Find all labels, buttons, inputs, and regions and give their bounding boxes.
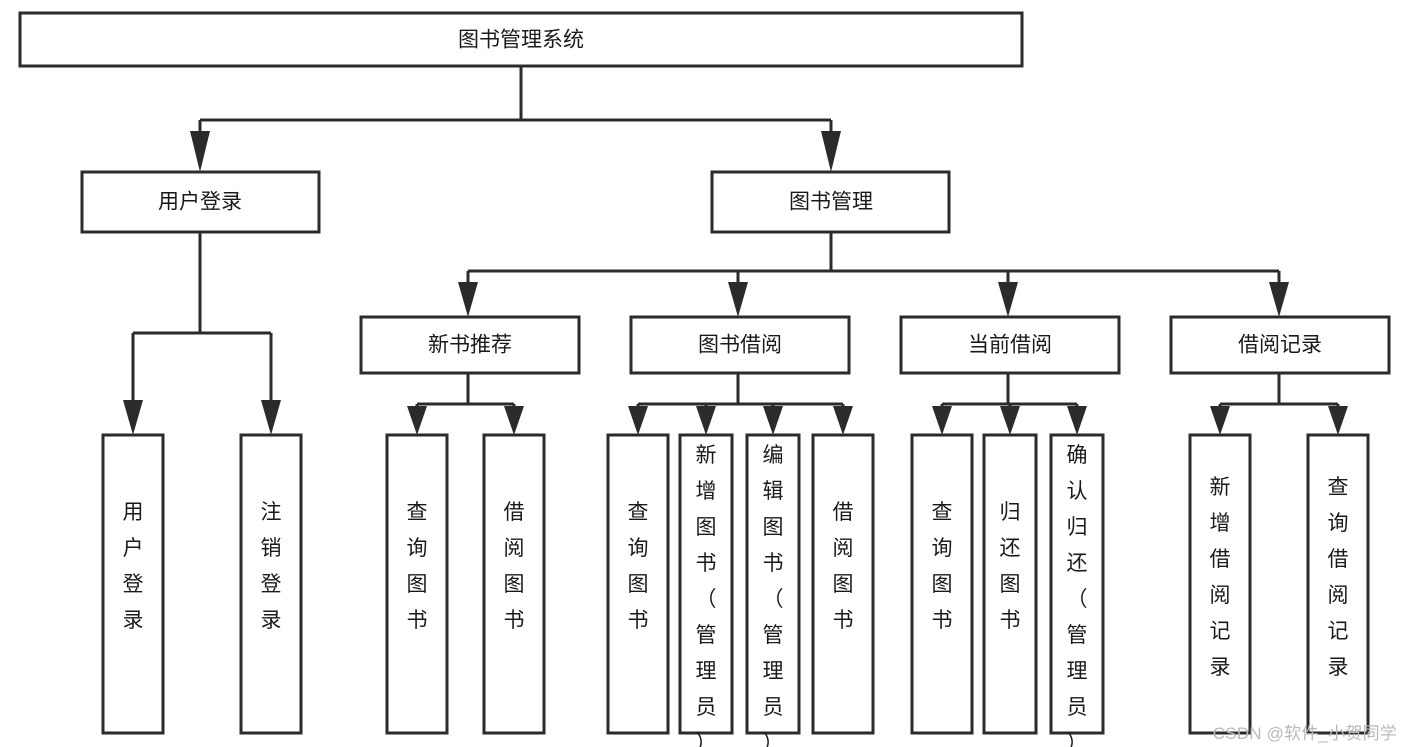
arrowhead-bb-query-book (628, 406, 648, 435)
node-user-login[interactable]: 用户登录 (80, 170, 321, 234)
leaf-logout-label: 注销登录 (261, 501, 282, 632)
leaf-bb-borrow-book[interactable]: 借阅图书 (811, 433, 875, 735)
leaf-cb-query-book-label: 查询图书 (932, 501, 953, 632)
leaf-bb-query-book[interactable]: 查询图书 (606, 433, 670, 735)
leaf-br-add-record[interactable]: 新增借阅记录 (1188, 433, 1252, 735)
arrowhead-book-borrow (728, 282, 748, 317)
node-root[interactable]: 图书管理系统 (18, 11, 1024, 68)
leaf-nbr-query-book-label: 查询图书 (407, 501, 428, 632)
leaf-bb-add-book-label: 新增图书（管理员） (696, 444, 717, 747)
node-borrow-record-label: 借阅记录 (1238, 334, 1322, 357)
arrowhead-book-manage (821, 131, 841, 172)
arrowhead-new-book-rec (458, 282, 478, 317)
node-user-login-label: 用户登录 (158, 191, 242, 214)
leaf-nbr-borrow-book-box[interactable] (482, 433, 546, 735)
arrowhead-borrow-record (1269, 282, 1289, 317)
leaf-nbr-query-book[interactable]: 查询图书 (385, 433, 449, 735)
arrowhead-leaf-user-login (123, 400, 143, 435)
leaf-nbr-borrow-book[interactable]: 借阅图书 (482, 433, 546, 735)
arrowhead-cb-query-book (932, 406, 952, 435)
leaf-cb-confirm-return-box[interactable] (1049, 433, 1105, 735)
leaf-br-add-record-box[interactable] (1188, 433, 1252, 735)
arrowhead-br-query-record (1328, 406, 1348, 435)
leaf-user-login-box[interactable] (101, 433, 165, 735)
edge-group-current-borrow (932, 373, 1087, 435)
node-book-manage-label: 图书管理 (789, 191, 873, 214)
node-root-box[interactable] (18, 11, 1024, 68)
node-book-borrow-box[interactable] (629, 315, 851, 375)
leaf-bb-add-book-box[interactable] (678, 433, 734, 735)
leaf-logout-box[interactable] (239, 433, 303, 735)
leaf-br-query-record-box[interactable] (1306, 433, 1370, 735)
node-book-manage-box[interactable] (710, 170, 951, 234)
edge-group-borrow-record (1210, 373, 1348, 435)
node-current-borrow[interactable]: 当前借阅 (899, 315, 1121, 375)
arrowhead-leaf-logout (261, 400, 281, 435)
arrowhead-bb-add-book (696, 406, 716, 435)
node-book-manage[interactable]: 图书管理 (710, 170, 951, 234)
edge-group-book-borrow (628, 373, 853, 435)
leaf-cb-return-book-box[interactable] (982, 433, 1038, 735)
node-borrow-record[interactable]: 借阅记录 (1169, 315, 1391, 375)
leaf-user-login-label: 用户登录 (123, 501, 144, 632)
leaf-nbr-query-book-box[interactable] (385, 433, 449, 735)
leaf-bb-query-book-box[interactable] (606, 433, 670, 735)
leaf-bb-add-book[interactable]: 新增图书（管理员） (678, 433, 734, 747)
edge-group-new-book-rec (407, 373, 524, 435)
leaf-bb-borrow-book-label: 借阅图书 (833, 501, 854, 632)
node-current-borrow-label: 当前借阅 (968, 334, 1052, 357)
node-current-borrow-box[interactable] (899, 315, 1121, 375)
arrowhead-bb-borrow-book (833, 406, 853, 435)
leaf-cb-confirm-return[interactable]: 确认归还（管理员） (1049, 433, 1105, 747)
arrowhead-bb-edit-book (763, 406, 783, 435)
node-user-login-box[interactable] (80, 170, 321, 234)
leaf-nbr-borrow-book-label: 借阅图书 (504, 501, 525, 632)
arrowhead-br-add-record (1210, 406, 1230, 435)
leaf-user-login[interactable]: 用户登录 (101, 433, 165, 735)
node-book-borrow-label: 图书借阅 (698, 334, 782, 357)
arrowhead-nbr-borrow-book (504, 406, 524, 435)
leaf-bb-query-book-label: 查询图书 (628, 501, 649, 632)
node-book-borrow[interactable]: 图书借阅 (629, 315, 851, 375)
edge-group-user-login (123, 232, 281, 435)
leaf-cb-query-book[interactable]: 查询图书 (910, 433, 974, 735)
leaf-cb-return-book-label: 归还图书 (1000, 501, 1021, 632)
leaf-br-query-record-label: 查询借阅记录 (1328, 476, 1349, 679)
arrowhead-current-borrow (998, 282, 1018, 317)
edge-group-book-manage (458, 232, 1289, 317)
node-new-book-rec-label: 新书推荐 (428, 334, 512, 357)
leaf-cb-query-book-box[interactable] (910, 433, 974, 735)
arrowhead-cb-return-book (1000, 406, 1020, 435)
leaf-bb-edit-book[interactable]: 编辑图书（管理员） (745, 433, 801, 747)
node-new-book-rec[interactable]: 新书推荐 (359, 315, 581, 375)
leaf-bb-borrow-book-box[interactable] (811, 433, 875, 735)
leaf-bb-edit-book-label: 编辑图书（管理员） (763, 444, 784, 747)
leaf-cb-confirm-return-label: 确认归还（管理员） (1067, 444, 1088, 747)
leaf-logout[interactable]: 注销登录 (239, 433, 303, 735)
arrowhead-cb-confirm-return (1067, 406, 1087, 435)
leaf-br-query-record[interactable]: 查询借阅记录 (1306, 433, 1370, 735)
node-borrow-record-box[interactable] (1169, 315, 1391, 375)
arrowhead-user-login (190, 131, 210, 172)
leaf-br-add-record-label: 新增借阅记录 (1210, 476, 1231, 679)
leaf-cb-return-book[interactable]: 归还图书 (982, 433, 1038, 735)
node-new-book-rec-box[interactable] (359, 315, 581, 375)
leaf-bb-edit-book-box[interactable] (745, 433, 801, 735)
arrowhead-nbr-query-book (407, 406, 427, 435)
node-root-label: 图书管理系统 (458, 29, 584, 52)
edge-group-root (190, 66, 841, 172)
